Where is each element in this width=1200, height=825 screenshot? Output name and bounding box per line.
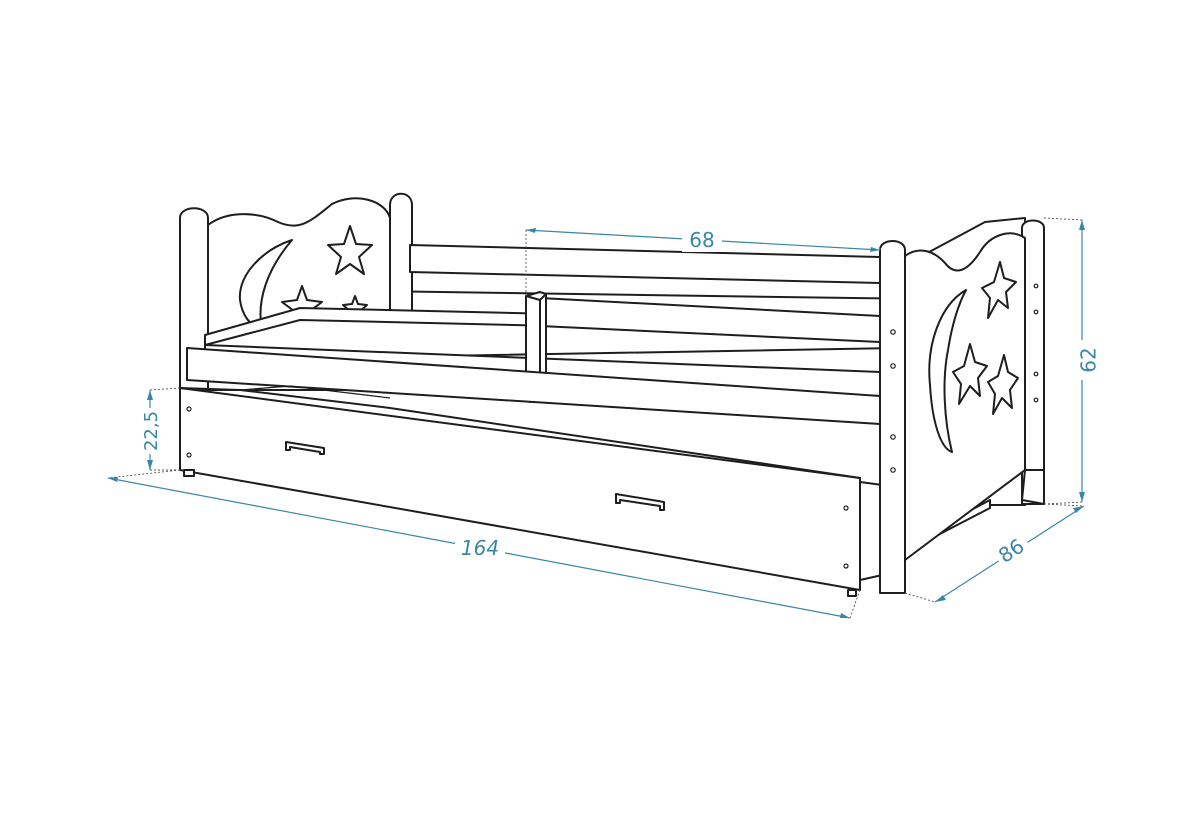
moon-cutout xyxy=(238,239,293,331)
drawer-height-dimension: 22,5 xyxy=(140,387,181,471)
star-cutout xyxy=(327,225,373,275)
rail-length-dimension: 68 xyxy=(525,228,881,296)
rail-length-label: 68 xyxy=(689,228,714,252)
drawer-height-label: 22,5 xyxy=(141,411,162,451)
star-cutout xyxy=(981,261,1017,319)
height-dimension: 62 xyxy=(1043,217,1101,505)
length-dimension: 164 xyxy=(107,469,861,619)
length-label: 164 xyxy=(461,536,499,560)
star-cutout xyxy=(987,354,1019,415)
height-label: 62 xyxy=(1077,347,1101,372)
moon-cutout xyxy=(928,289,967,453)
right-headboard xyxy=(879,232,1045,594)
star-cutout xyxy=(952,343,988,405)
drawer-handle xyxy=(615,493,665,511)
drawer-handle xyxy=(285,441,325,455)
